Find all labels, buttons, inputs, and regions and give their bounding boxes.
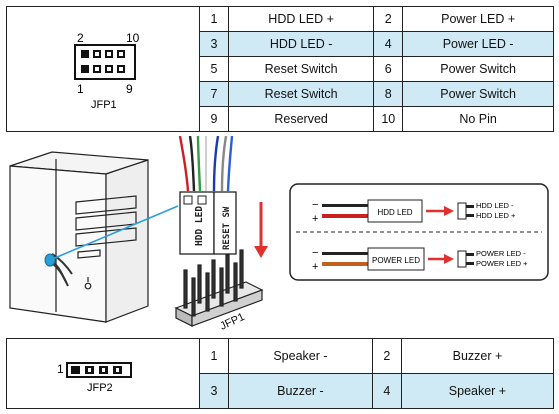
legend-minus-sign: − xyxy=(312,247,318,259)
front-panel-wiring-diagram: HDD LED RESET SW JFP1 − + xyxy=(9,136,549,332)
plug-label-hdd-led: HDD LED xyxy=(194,206,205,246)
legend-hdd-minus: HDD LED - xyxy=(476,201,514,210)
pin-name: Reserved xyxy=(227,106,375,132)
jfp2-pin-label: 1 xyxy=(57,362,64,376)
pin-number: 3 xyxy=(199,31,229,57)
pin-number: 1 xyxy=(199,338,229,374)
pin-number: 2 xyxy=(371,338,402,374)
legend-hdd-plus: HDD LED + xyxy=(476,211,516,220)
table-row: 5 Reset Switch 6 Power Switch xyxy=(7,56,554,82)
table-row: 7 Reset Switch 8 Power Switch xyxy=(7,81,554,107)
jfp1-label: JFP1 xyxy=(91,99,117,111)
pin-name: Power Switch xyxy=(402,56,554,82)
pin-name: Power LED - xyxy=(402,31,554,57)
table-row: 2 10 1 9 JFP1 1 xyxy=(6,6,554,132)
pin-number: 4 xyxy=(371,373,402,409)
pin-number: 5 xyxy=(199,56,229,82)
pin-name: Reset Switch xyxy=(227,56,375,82)
jfp1-header-icon: 2 10 1 9 JFP1 xyxy=(74,31,140,111)
pin-number: 2 xyxy=(373,6,404,32)
pin-number: 1 xyxy=(199,6,229,32)
pin-number: 8 xyxy=(373,81,404,107)
pin-name: HDD LED + xyxy=(227,6,375,32)
pin-name: HDD LED - xyxy=(227,31,375,57)
colored-wires xyxy=(178,136,234,192)
legend-plus-sign: + xyxy=(312,213,318,225)
pin-number: 3 xyxy=(199,373,229,409)
jfp1-header-pins: JFP1 xyxy=(174,249,264,332)
table-row: 3 HDD LED - 4 Power LED - xyxy=(7,31,554,57)
pin-name: Speaker + xyxy=(400,373,555,409)
pin-label-bottom-right: 9 xyxy=(126,82,133,96)
insert-arrow-icon xyxy=(254,202,268,258)
pin-label-bottom-left: 1 xyxy=(77,82,84,96)
plug-label-reset-sw: RESET SW xyxy=(222,206,232,250)
pin-number: 10 xyxy=(373,106,404,132)
pin-number: 9 xyxy=(199,106,229,132)
jfp1-pin-table: 2 10 1 9 JFP1 1 xyxy=(6,6,554,132)
table-row: 3 Buzzer - 4 Speaker + xyxy=(7,373,555,409)
led-polarity-legend: − + HDD LED HDD LED - HDD LED + − + POWE… xyxy=(289,183,549,281)
pin-number: 6 xyxy=(373,56,404,82)
legend-plus-sign: + xyxy=(312,261,318,273)
pin-number: 7 xyxy=(199,81,229,107)
jfp2-pin-table: 1 JFP2 1 Speaker - 2 Buzzer + 3 Buzzer -… xyxy=(6,338,555,409)
table-row: 9 Reserved 10 No Pin xyxy=(7,106,554,132)
zoom-line xyxy=(49,205,179,261)
pin-name: Speaker - xyxy=(228,338,373,374)
jfp2-header-icon: 1 JFP2 xyxy=(57,361,132,394)
legend-box-hdd-led: HDD LED xyxy=(377,208,412,217)
pin-label-top-right: 10 xyxy=(126,31,140,45)
pc-tower-illustration xyxy=(9,151,149,323)
pin-number: 4 xyxy=(373,31,404,57)
pin-name: No Pin xyxy=(402,106,554,132)
jfp1-header-cell: 2 10 1 9 JFP1 xyxy=(6,6,200,132)
jfp2-header-cell: 1 JFP2 xyxy=(6,338,200,409)
legend-power-plus: POWER LED + xyxy=(476,259,528,268)
jfp2-label: JFP2 xyxy=(87,382,113,394)
legend-minus-sign: − xyxy=(312,199,318,211)
pin-label-top-left: 2 xyxy=(77,31,84,45)
pin-name: Power Switch xyxy=(402,81,554,107)
pin-name: Reset Switch xyxy=(227,81,375,107)
legend-power-minus: POWER LED - xyxy=(476,249,526,258)
table-row: 1 JFP2 1 Speaker - 2 Buzzer + xyxy=(6,338,555,409)
pin-name: Buzzer + xyxy=(400,338,555,374)
legend-box-power-led: POWER LED xyxy=(372,256,420,265)
pin-name: Power LED + xyxy=(402,6,554,32)
connector-plugs: HDD LED RESET SW xyxy=(179,191,237,255)
pin-name: Buzzer - xyxy=(228,373,373,409)
